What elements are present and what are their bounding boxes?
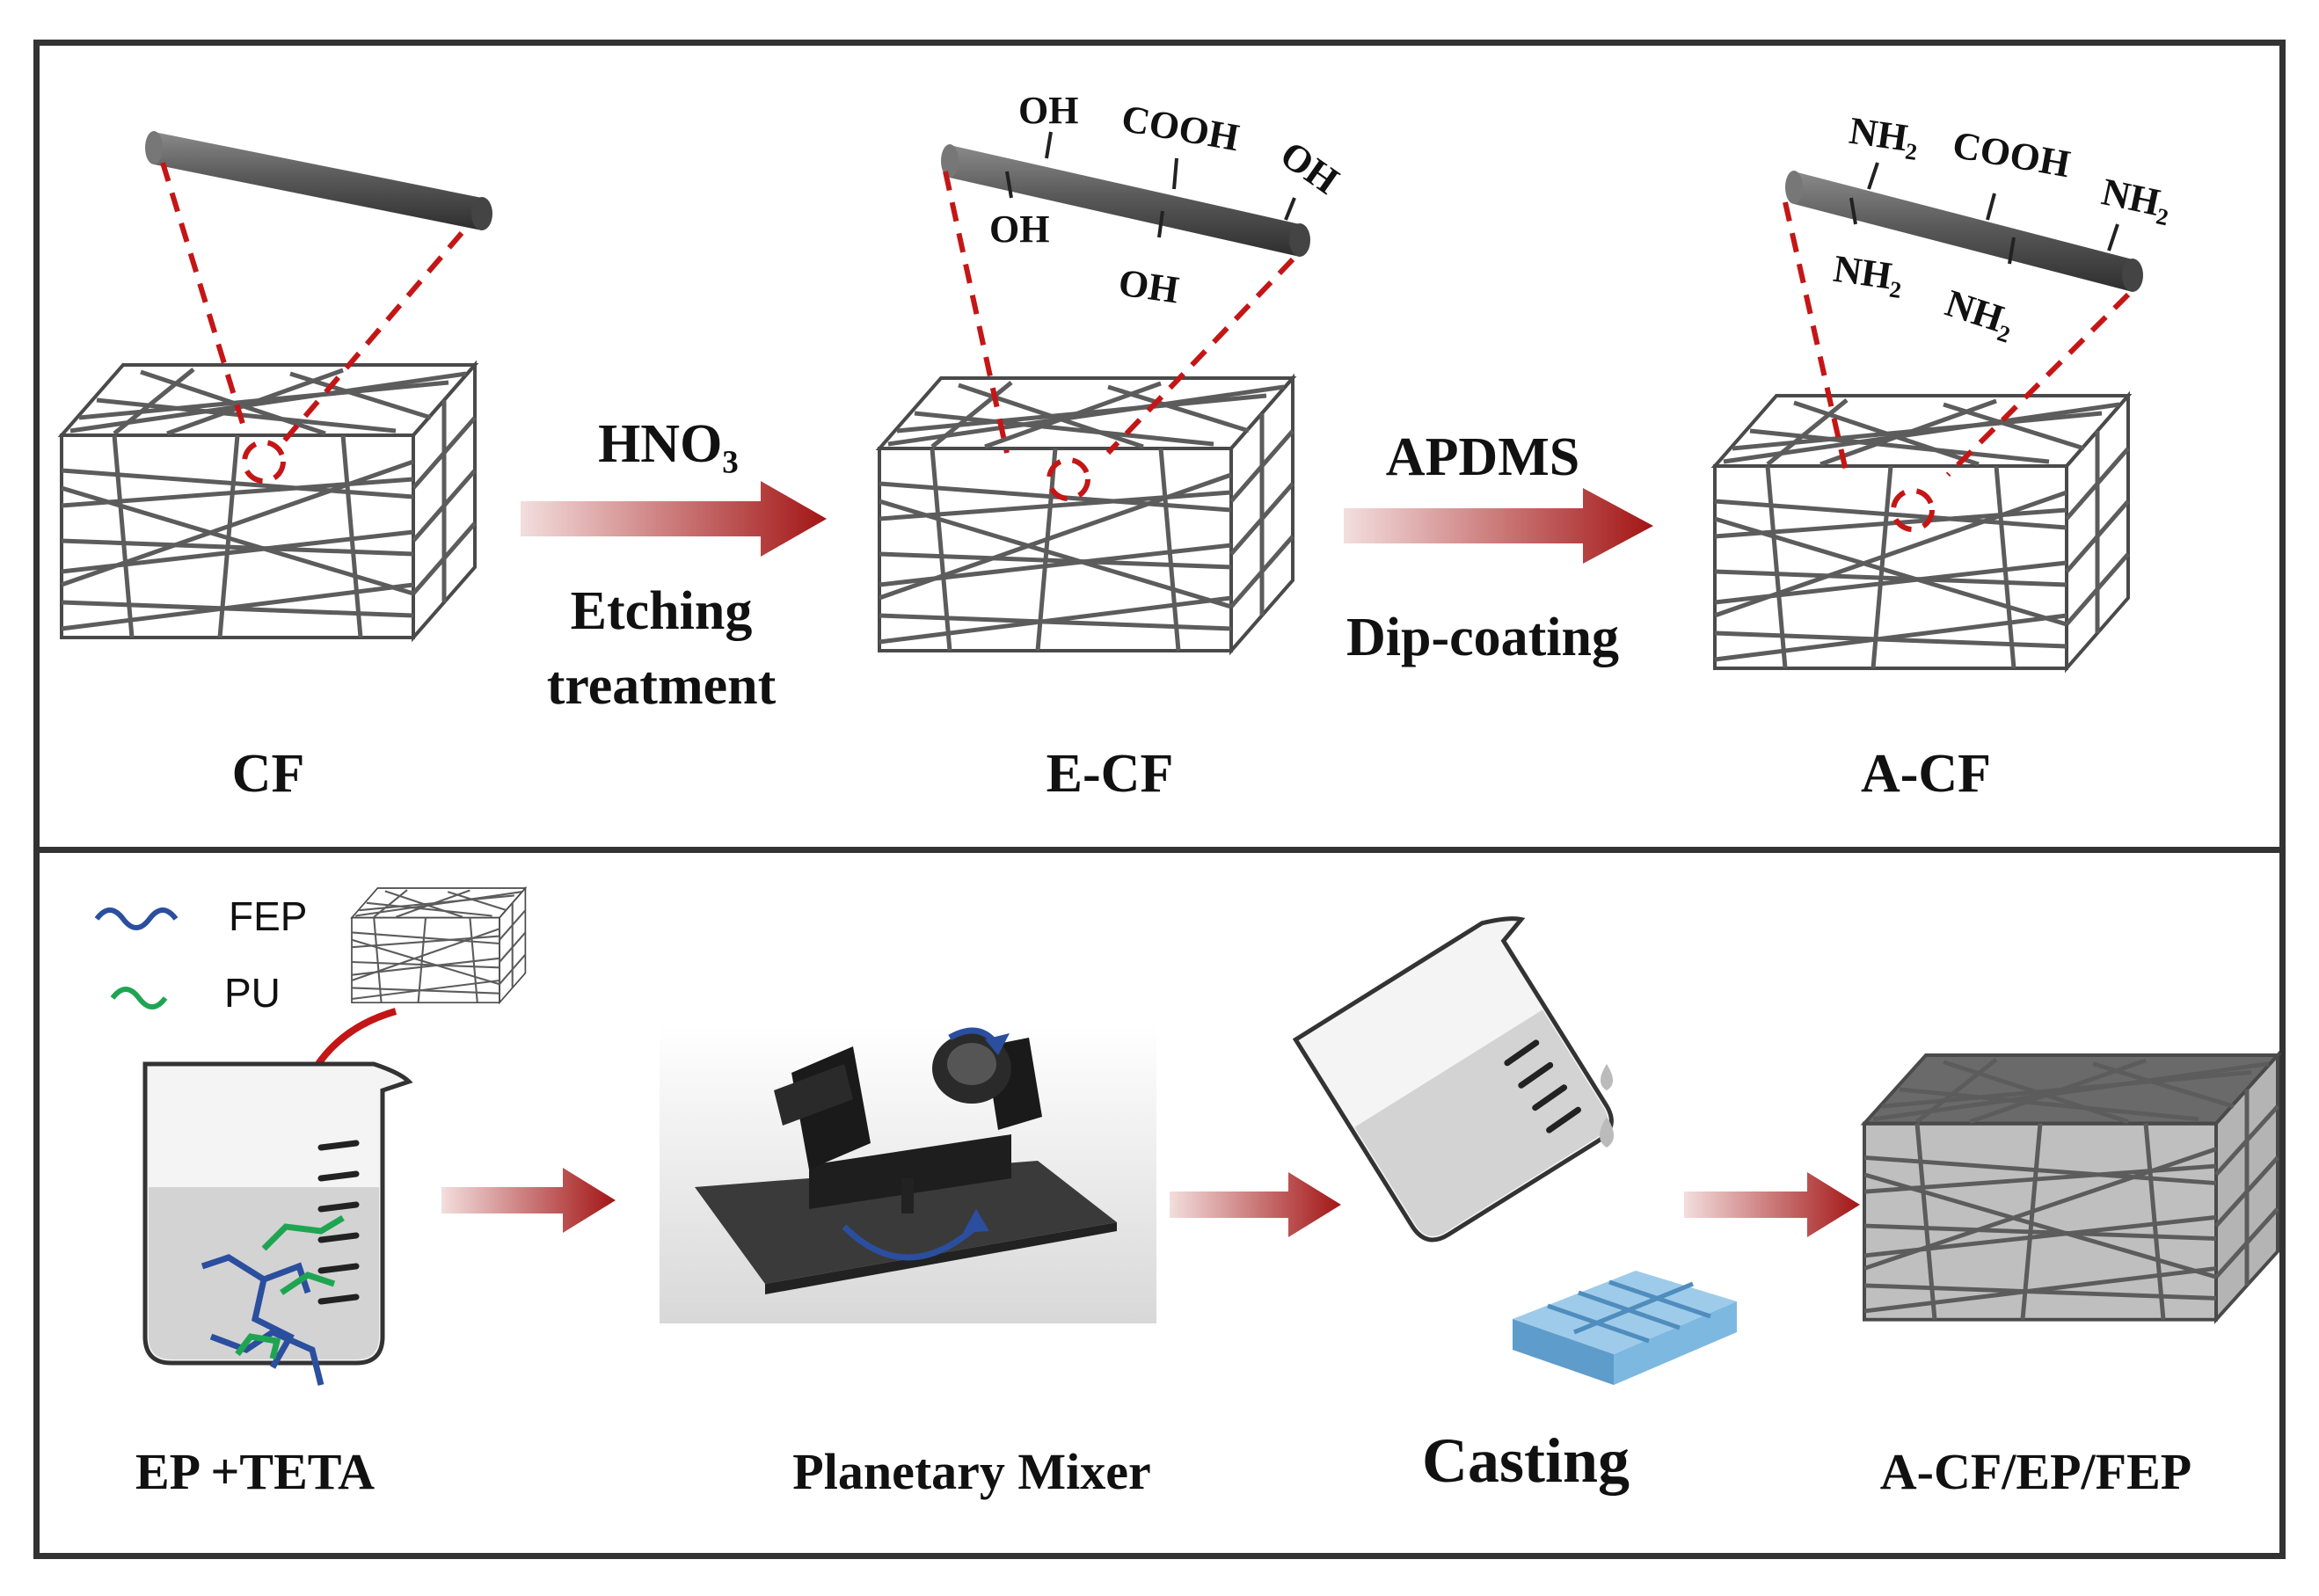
arrow-to-mixer [441,1168,616,1233]
arrow2-reagent: APDMS [1385,427,1580,487]
planetary-mixer [660,1024,1156,1323]
legend-fep-label: FEP [229,893,308,939]
arrow1-reagent: HNO₃ [598,414,739,474]
composite-block [1864,1055,2278,1320]
stage-label-ecf: E-CF [1046,744,1174,804]
stage-label-cf: CF [231,744,305,804]
small-fiber-block [350,886,527,1004]
ecf-fiber-rod [941,131,1310,257]
cf-zoom-lines [160,162,464,484]
acf-zoom-lines [1783,201,2131,532]
arrow-to-casting [1170,1172,1341,1237]
acf-group-1: NH₂ [1846,108,1922,162]
cf-fiber-block [62,365,475,638]
beaker-ep-teta [145,1064,409,1386]
legend-pu-label: PU [224,970,281,1016]
step-label-mixer: Planetary Mixer [792,1443,1151,1500]
cf-fiber-rod [145,131,492,230]
acf-fiber-rod [1785,162,2143,292]
stage-label-acf: A-CF [1860,744,1992,804]
legend-pu-swatch [110,987,168,1009]
arrow-to-composite [1684,1172,1860,1237]
arrow2-condition: Dip-coating [1346,608,1619,667]
arrow1-condition-line1: Etching [570,581,753,641]
ecf-group-4: OH [989,208,1050,251]
legend-fep-swatch [94,907,179,930]
arrow-etching [521,481,827,557]
acf-fiber-block [1715,396,2128,668]
ecf-group-5: OH [1115,260,1182,312]
step-label-composite: A-CF/EP/FEP [1879,1443,2192,1500]
ecf-fiber-block [879,378,1293,651]
pouring-beaker [1292,916,1614,1243]
casting-mold [1513,1271,1737,1385]
step-label-ep-teta: EP +TETA [135,1443,376,1500]
step-label-casting: Casting [1421,1425,1630,1496]
ecf-zoom-lines [943,171,1295,501]
arrow-dip-coating [1344,488,1653,564]
arrow1-condition-line2: treatment [546,656,777,716]
acf-group-4: NH₂ [1830,246,1907,300]
ecf-group-1: OH [1018,89,1079,132]
